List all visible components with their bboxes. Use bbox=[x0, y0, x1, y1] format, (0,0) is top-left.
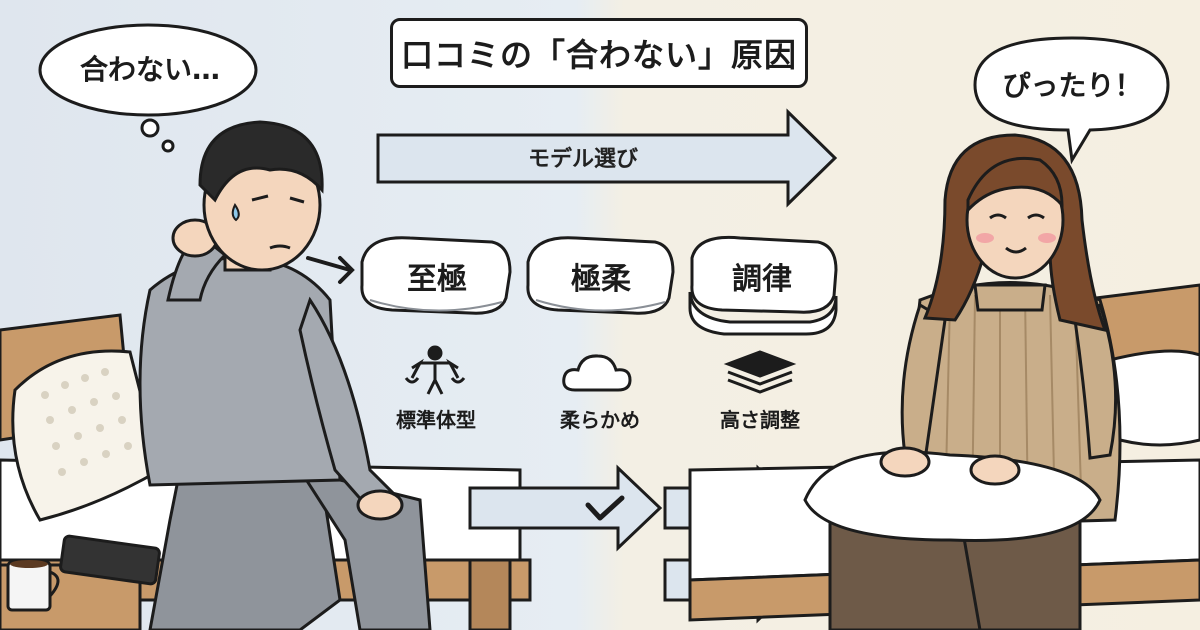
pillow-label-shigoku: 至極 bbox=[407, 262, 467, 297]
left-thought-bubble bbox=[38, 23, 258, 153]
right-speech-bubble bbox=[973, 36, 1170, 165]
textured-pillow bbox=[11, 349, 162, 522]
feature-label-soft: 柔らかめ bbox=[560, 408, 640, 432]
page-title: 口コミの「合わない」原因 bbox=[400, 36, 797, 74]
model-selection-arrow bbox=[376, 108, 838, 208]
coffee-mug bbox=[6, 560, 60, 612]
person-scale-icon bbox=[404, 345, 466, 395]
pillow-label-chouritsu: 調律 bbox=[732, 262, 792, 297]
title-box: 口コミの「合わない」原因 bbox=[390, 18, 808, 88]
feature-label-height-adjust: 高さ調整 bbox=[720, 408, 800, 432]
check-arrow-1 bbox=[468, 464, 663, 552]
pillow-chouritsu bbox=[688, 235, 838, 336]
layers-icon bbox=[723, 350, 797, 394]
pillow-label-gokuju: 極柔 bbox=[571, 262, 631, 297]
tired-man-figure bbox=[138, 120, 432, 630]
left-bubble-text: 合わない… bbox=[79, 53, 220, 86]
feature-label-standard-body: 標準体型 bbox=[396, 408, 476, 432]
model-arrow-label: モデル選び bbox=[527, 147, 638, 172]
happy-woman-figure bbox=[803, 133, 1122, 630]
pillow-gokuju bbox=[526, 236, 675, 315]
pointer-arrow bbox=[306, 256, 355, 284]
pillow-shigoku bbox=[360, 236, 512, 315]
right-bubble-text: ぴったり！ bbox=[1002, 69, 1143, 102]
cloud-icon bbox=[562, 354, 632, 392]
smartphone bbox=[59, 534, 161, 586]
